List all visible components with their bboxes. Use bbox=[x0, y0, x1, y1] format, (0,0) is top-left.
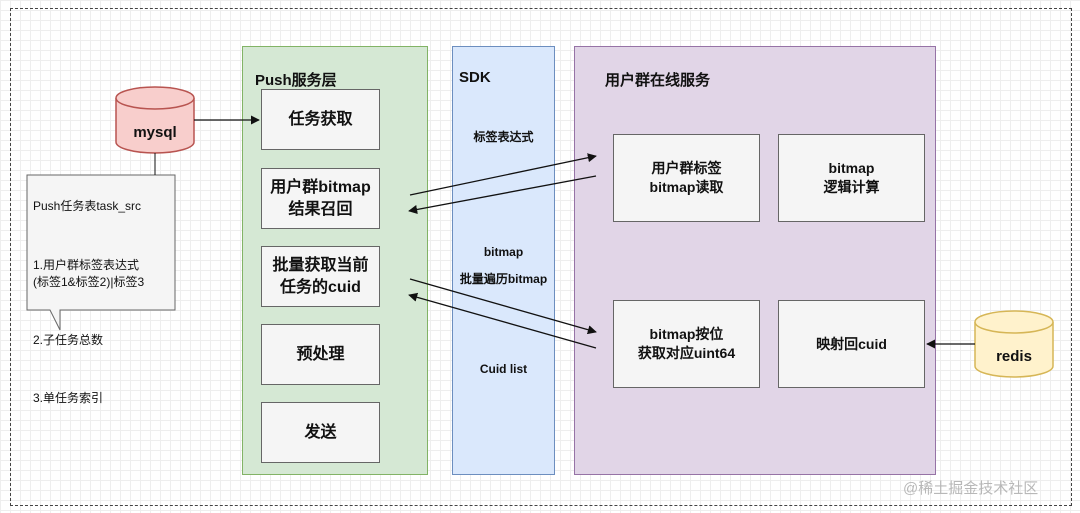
sdk-title: SDK bbox=[459, 69, 491, 86]
bitmap-bit-fetch-box: bitmap按位 获取对应uint64 bbox=[613, 300, 760, 388]
diagram-frame bbox=[10, 8, 1072, 506]
note-line-task-index: 3.单任务索引 bbox=[33, 391, 104, 406]
sdk-label-bitmap: bitmap bbox=[483, 245, 524, 259]
send-box: 发送 bbox=[261, 402, 380, 463]
mysql-label: mysql bbox=[133, 124, 177, 141]
redis-label: redis bbox=[996, 348, 1032, 365]
sdk-label-traverse: 批量遍历bitmap bbox=[459, 272, 548, 286]
sdk-label-cuid-list: Cuid list bbox=[479, 362, 528, 376]
note-line-blank-3 bbox=[33, 367, 173, 373]
note-line-blank-1 bbox=[33, 233, 173, 239]
bitmap-logic-box: bitmap 逻辑计算 bbox=[778, 134, 925, 222]
note-line-blank-2 bbox=[33, 309, 173, 315]
batch-cuid-box: 批量获取当前 任务的cuid bbox=[261, 246, 380, 307]
arrow-recall-to-read bbox=[409, 153, 597, 196]
sdk-label-expression: 标签表达式 bbox=[473, 130, 534, 144]
push-layer-title: Push服务层 bbox=[255, 72, 337, 89]
map-cuid-box: 映射回cuid bbox=[778, 300, 925, 388]
note-line-subtask-total: 2.子任务总数 bbox=[33, 333, 104, 348]
arrow-batch-to-bitfetch bbox=[409, 278, 597, 335]
sdk-panel: SDK bbox=[452, 46, 555, 475]
note-text: Push任务表task_src 1.用户群标签表达式 (标签1&标签2)|标签3… bbox=[33, 181, 173, 425]
note-callout-shape bbox=[26, 174, 176, 331]
online-service-panel: 用户群在线服务 bbox=[574, 46, 936, 475]
mysql-database-icon bbox=[115, 86, 195, 154]
preprocess-box: 预处理 bbox=[261, 324, 380, 385]
online-service-title: 用户群在线服务 bbox=[605, 72, 711, 89]
task-fetch-box: 任务获取 bbox=[261, 89, 380, 150]
arrow-bitfetch-to-batch bbox=[408, 292, 597, 349]
note-line-title: Push任务表task_src bbox=[33, 199, 142, 214]
watermark: @稀土掘金技术社区 bbox=[903, 480, 1039, 497]
arrow-read-to-recall bbox=[408, 175, 597, 214]
bitmap-read-box: 用户群标签 bitmap读取 bbox=[613, 134, 760, 222]
note-line-expression: 1.用户群标签表达式 (标签1&标签2)|标签3 bbox=[33, 257, 145, 289]
redis-database-icon bbox=[974, 310, 1054, 378]
bitmap-recall-box: 用户群bitmap 结果召回 bbox=[261, 168, 380, 229]
